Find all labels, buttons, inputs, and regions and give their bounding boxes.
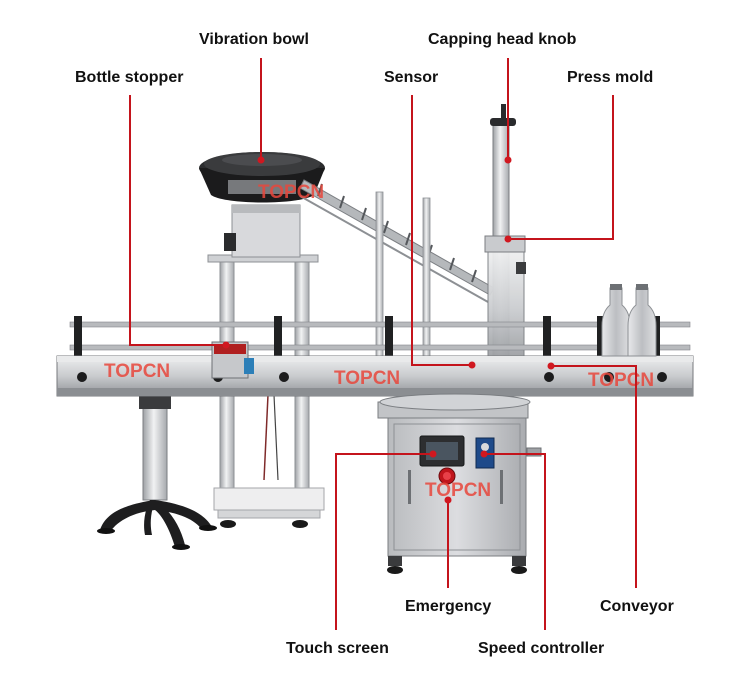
- watermark-text-5: TOPCN: [258, 182, 324, 203]
- bottles: [601, 284, 657, 357]
- callout-dot-bottle-stopper: [222, 341, 230, 349]
- control-cabinet: [377, 393, 542, 574]
- label-emergency: Emergency: [405, 598, 492, 615]
- callout-dot-speed-controller: [480, 450, 488, 458]
- callout-dot-capping-head-knob: [504, 156, 512, 164]
- callout-line-touch-screen: [335, 453, 433, 630]
- label-speed-controller: Speed controller: [478, 640, 605, 657]
- label-press-mold: Press mold: [567, 69, 654, 86]
- label-sensor: Sensor: [384, 69, 439, 86]
- callout-dot-vibration-bowl: [257, 156, 265, 164]
- watermark-text-4: TOPCN: [425, 480, 491, 501]
- cap-chute: [299, 179, 495, 303]
- callout-dot-emergency: [444, 496, 452, 504]
- watermark-text-1: TOPCN: [104, 361, 170, 382]
- callout-line-conveyor: [551, 365, 637, 588]
- callout-dots: [222, 156, 555, 504]
- callout-line-press-mold: [508, 95, 614, 240]
- label-vibration-bowl: Vibration bowl: [199, 31, 309, 48]
- callout-dot-conveyor: [547, 362, 555, 370]
- callout-dot-touch-screen: [429, 450, 437, 458]
- bottle-stopper-device: [211, 341, 254, 379]
- label-bottle-stopper: Bottle stopper: [75, 69, 184, 86]
- watermark-text-2: TOPCN: [334, 368, 400, 389]
- callout-line-speed-controller: [484, 453, 546, 630]
- conveyor-belt: [56, 316, 694, 397]
- vibration-bowl-tower: [199, 152, 325, 528]
- callout-line-sensor: [411, 95, 472, 366]
- pedestal-stand: [97, 395, 217, 550]
- callout-line-bottle-stopper: [129, 95, 226, 346]
- capping-column: [484, 104, 526, 376]
- callout-lines: [129, 58, 637, 630]
- label-conveyor: Conveyor: [600, 598, 674, 615]
- callout-dot-press-mold: [504, 235, 512, 243]
- label-capping-head-knob: Capping head knob: [428, 31, 577, 48]
- watermarks: TOPCN TOPCN TOPCN TOPCN TOPCN: [104, 182, 654, 501]
- callout-dot-sensor: [468, 361, 476, 369]
- watermark-text-3: TOPCN: [588, 370, 654, 391]
- label-touch-screen: Touch screen: [286, 640, 389, 657]
